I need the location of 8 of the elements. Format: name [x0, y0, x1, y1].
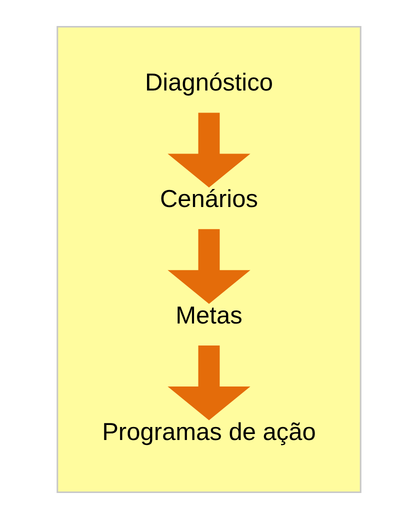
arrow	[167, 112, 250, 188]
node-text: Metas	[175, 302, 242, 330]
arrow	[167, 346, 250, 420]
node-text: Cenários	[159, 186, 258, 214]
node-text: Programas de ação	[102, 418, 316, 446]
arrow	[167, 229, 250, 304]
node-text: Diagnóstico	[144, 70, 273, 97]
cluster	[56, 26, 361, 494]
